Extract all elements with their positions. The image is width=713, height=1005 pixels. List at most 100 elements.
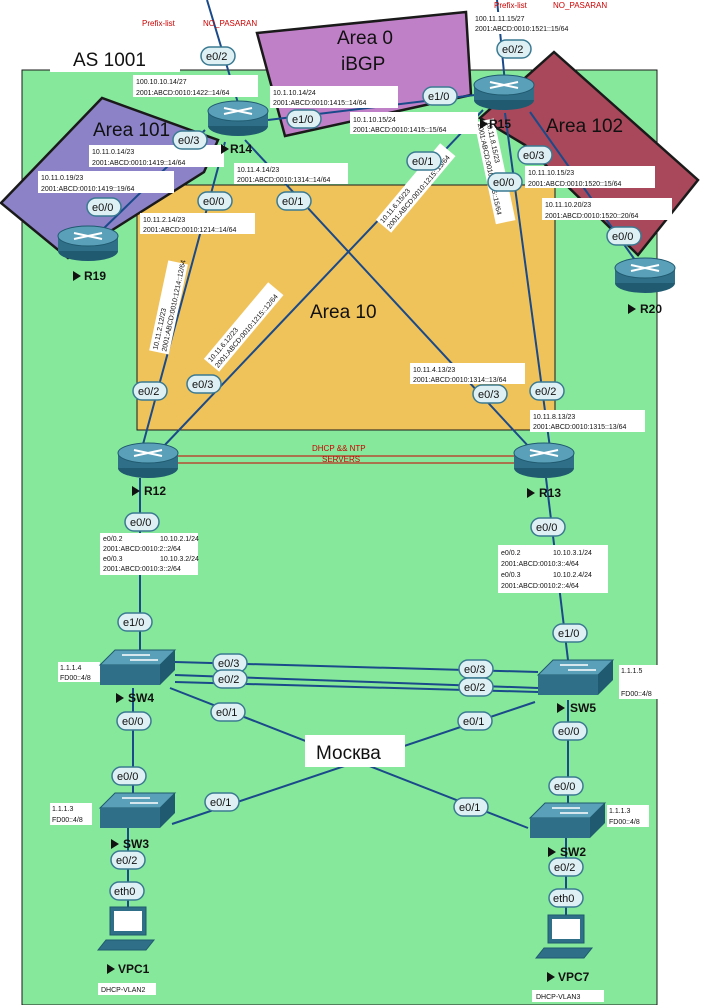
r13-sub3-v6: 2001:ABCD:0010:2::4/64: [501, 583, 579, 590]
vpc7-vlan-label: DHCP-VLAN3: [536, 994, 580, 1001]
ip-r14-r12-v4: 10.11.2.14/23: [143, 217, 185, 224]
iface-r12-e02[interactable]: e0/2: [132, 381, 168, 401]
ip-bg-r13-r14: [410, 363, 525, 384]
sw3-mgmt-v6: FD00::4/8: [52, 817, 83, 824]
ip-r15-r14-v4: 10.1.10.15/24: [353, 117, 396, 124]
iface-sw4-e02[interactable]: e0/2: [212, 669, 248, 689]
label-r20: R20: [640, 302, 662, 316]
switch-front: [530, 818, 590, 838]
iface-label: e0/2: [116, 855, 137, 867]
router-r14[interactable]: [207, 100, 269, 136]
switch-arrows-icon: [122, 654, 158, 661]
router-r15[interactable]: [473, 74, 535, 110]
iface-sw3-e01[interactable]: e0/1: [204, 792, 240, 812]
iface-r19-e00[interactable]: e0/0: [86, 197, 122, 217]
iface-r14-e00[interactable]: e0/0: [197, 191, 233, 211]
iface-r15-e03[interactable]: e0/3: [517, 145, 553, 165]
iface-r12-e03[interactable]: e0/3: [186, 374, 222, 394]
router-r13[interactable]: [513, 442, 575, 478]
iface-r13-e00[interactable]: e0/0: [530, 517, 566, 537]
ip-r15-uplink-v6: 2001:ABCD:0010:1521::15/64: [475, 26, 569, 33]
iface-sw5-e00[interactable]: e0/0: [552, 721, 588, 741]
iface-label: e0/2: [502, 44, 523, 56]
r13-sub2-if: e0/0.2: [501, 550, 521, 557]
iface-sw5-e02[interactable]: e0/2: [458, 677, 494, 697]
pc-vpc7[interactable]: [534, 914, 594, 959]
iface-sw4-e03[interactable]: e0/3: [212, 653, 248, 673]
iface-r15-e10[interactable]: e1/0: [422, 86, 458, 106]
iface-label: e0/0: [203, 196, 224, 208]
ip-bg-r14-a101: [89, 145, 224, 167]
r13-sub2-v4: 10.10.3.1/24: [553, 550, 592, 557]
switch-sw5[interactable]: [536, 659, 615, 695]
label-sw4: SW4: [128, 691, 154, 705]
iface-label: e0/3: [178, 135, 199, 147]
iface-r15-e02[interactable]: e0/2: [496, 39, 532, 59]
iface-r14-e02[interactable]: e0/2: [200, 46, 236, 66]
iface-r15-e01[interactable]: e0/1: [406, 151, 442, 171]
iface-r13-e02[interactable]: e0/2: [529, 381, 565, 401]
iface-label: e0/0: [92, 202, 113, 214]
ip-labels: 100.10.10.14/27 2001:ABCD:0010:1422::14/…: [38, 12, 672, 432]
router-r12[interactable]: [117, 442, 179, 478]
iface-r20-e00[interactable]: e0/0: [606, 226, 642, 246]
label-sw5: SW5: [570, 701, 596, 715]
ip-bg-r15-a102: [525, 166, 655, 188]
iface-label: e0/0: [493, 177, 514, 189]
area-102-label: Area 102: [546, 116, 623, 137]
iface-sw5-e01[interactable]: e0/1: [457, 711, 493, 731]
iface-label: e0/0: [612, 231, 633, 243]
ip-bg-r14-r12: [140, 213, 255, 234]
play-icon: [557, 703, 565, 713]
ip-bg-r15-r14: [350, 112, 478, 134]
no-pasaran-right: NO_PASARAN: [553, 1, 607, 10]
iface-sw4-e01[interactable]: e0/1: [210, 702, 246, 722]
iface-sw2-e00[interactable]: e0/0: [548, 776, 584, 796]
switch-side: [160, 650, 175, 685]
ip-r19-v6: 2001:ABCD:0010:1419::19/64: [41, 186, 135, 193]
label-vpc1: VPC1: [118, 962, 150, 976]
ip-bg-r15-r13: [474, 118, 516, 225]
iface-sw2-e02[interactable]: e0/2: [548, 857, 584, 877]
iface-sw2-e01[interactable]: e0/1: [453, 797, 489, 817]
r13-sub3-if: e0/0.3: [501, 572, 521, 579]
iface-r12-e00[interactable]: e0/0: [124, 512, 160, 532]
iface-label: e0/3: [523, 150, 544, 162]
pc-vpc1[interactable]: [96, 906, 156, 951]
router-r20[interactable]: [614, 257, 676, 293]
iface-sw4-e10[interactable]: e1/0: [117, 612, 153, 632]
switch-sw2[interactable]: [528, 802, 607, 838]
iface-r14-e01[interactable]: e0/1: [276, 191, 312, 211]
play-icon: [221, 144, 229, 154]
iface-label: e0/1: [282, 196, 303, 208]
iface-r15-e00[interactable]: e0/0: [487, 172, 523, 192]
ip-r14-a101-v6: 2001:ABCD:0010:1419::14/64: [92, 160, 186, 167]
vpc1-vlan-bg: [98, 983, 156, 995]
router-arrows-icon: [73, 232, 103, 240]
ip-r15-a102-v4: 10.11.10.15/23: [528, 170, 574, 177]
router-arrows-icon: [630, 264, 660, 272]
iface-sw5-e10[interactable]: e1/0: [552, 623, 588, 643]
iface-r13-e03[interactable]: e0/3: [472, 384, 508, 404]
iface-sw5-e03[interactable]: e0/3: [458, 659, 494, 679]
iface-vpc7-eth0[interactable]: eth0: [548, 888, 584, 908]
switch-mgmt-labels: 1.1.1.4 FD00::4/8 1.1.1.5 FD00::4/8 1.1.…: [50, 662, 661, 827]
sw5-mgmt-v6: FD00::4/8: [621, 691, 652, 698]
ip-r14-r15-v6: 2001:ABCD:0010:1415::14/64: [273, 100, 367, 107]
iface-label: e0/3: [478, 389, 499, 401]
iface-sw4-e00[interactable]: e0/0: [116, 711, 152, 731]
switch-sw3[interactable]: [98, 792, 177, 828]
servers-label-2: SERVERS: [322, 455, 360, 464]
ip-r20-v6: 2001:ABCD:0010:1520::20/64: [545, 213, 639, 220]
iface-r14-e10[interactable]: e1/0: [286, 109, 322, 129]
switch-sw4[interactable]: [98, 649, 177, 685]
ip-bg-r14-r13: [234, 163, 348, 184]
iface-sw3-e02[interactable]: e0/2: [110, 850, 146, 870]
iface-vpc1-eth0[interactable]: eth0: [109, 881, 145, 901]
router-r19[interactable]: [57, 225, 119, 261]
r13-sub2-v6: 2001:ABCD:0010:3::4/64: [501, 561, 579, 568]
r12-sub2-v4: 10.10.2.1/24: [160, 536, 199, 543]
iface-sw3-e00[interactable]: e0/0: [111, 766, 147, 786]
iface-r14-e03[interactable]: e0/3: [172, 130, 208, 150]
